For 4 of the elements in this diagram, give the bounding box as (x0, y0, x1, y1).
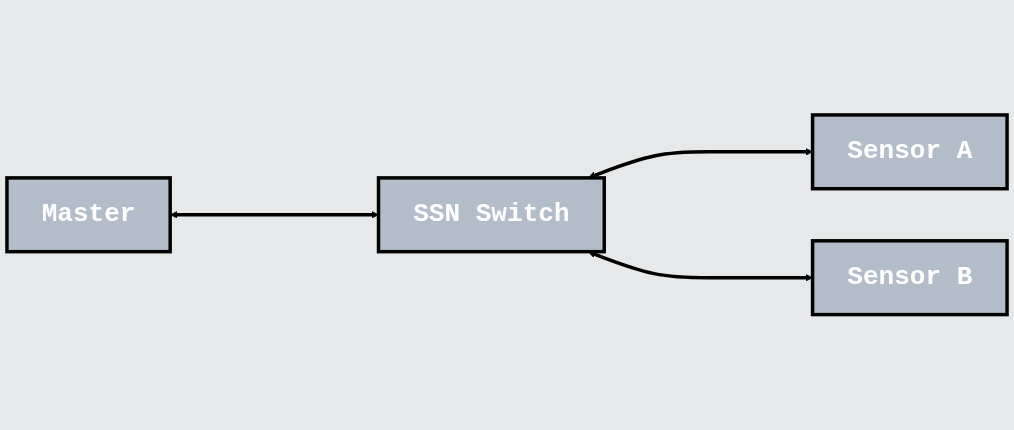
node-box: SSN Switch (376, 176, 606, 254)
node-box: Sensor B (810, 239, 1009, 317)
node-box: Master (5, 176, 172, 254)
node-box: Sensor A (810, 113, 1009, 191)
